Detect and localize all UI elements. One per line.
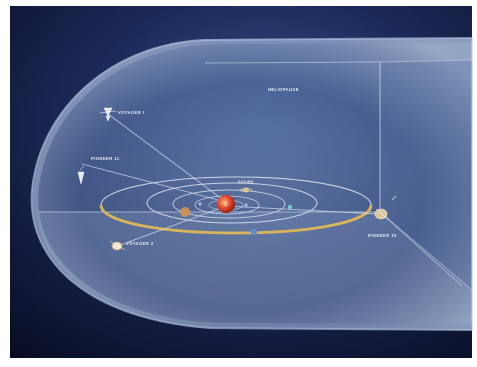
pioneer-10-icon bbox=[375, 209, 387, 219]
pioneer-10-label: PIONEER 10 bbox=[368, 233, 397, 238]
voyager-1-label: VOYAGER I bbox=[118, 110, 144, 115]
planet-small-left bbox=[198, 202, 201, 205]
planet-jupiter bbox=[180, 207, 190, 217]
planet-uranus bbox=[288, 205, 292, 209]
pioneer-11-label: PIONEER 11 bbox=[91, 156, 120, 161]
saturn-label: SATURN bbox=[238, 180, 254, 184]
voyager-2-label: VOYAGER 2 bbox=[126, 241, 154, 246]
white-frame-top bbox=[0, 0, 477, 6]
white-frame-bottom bbox=[0, 358, 477, 367]
planet-neptune bbox=[251, 229, 257, 235]
heliopause-label: HELIOPAUSE bbox=[268, 87, 299, 92]
sun-label: S bbox=[224, 202, 228, 208]
planet-small-right bbox=[244, 203, 247, 206]
white-frame-left bbox=[0, 0, 10, 367]
